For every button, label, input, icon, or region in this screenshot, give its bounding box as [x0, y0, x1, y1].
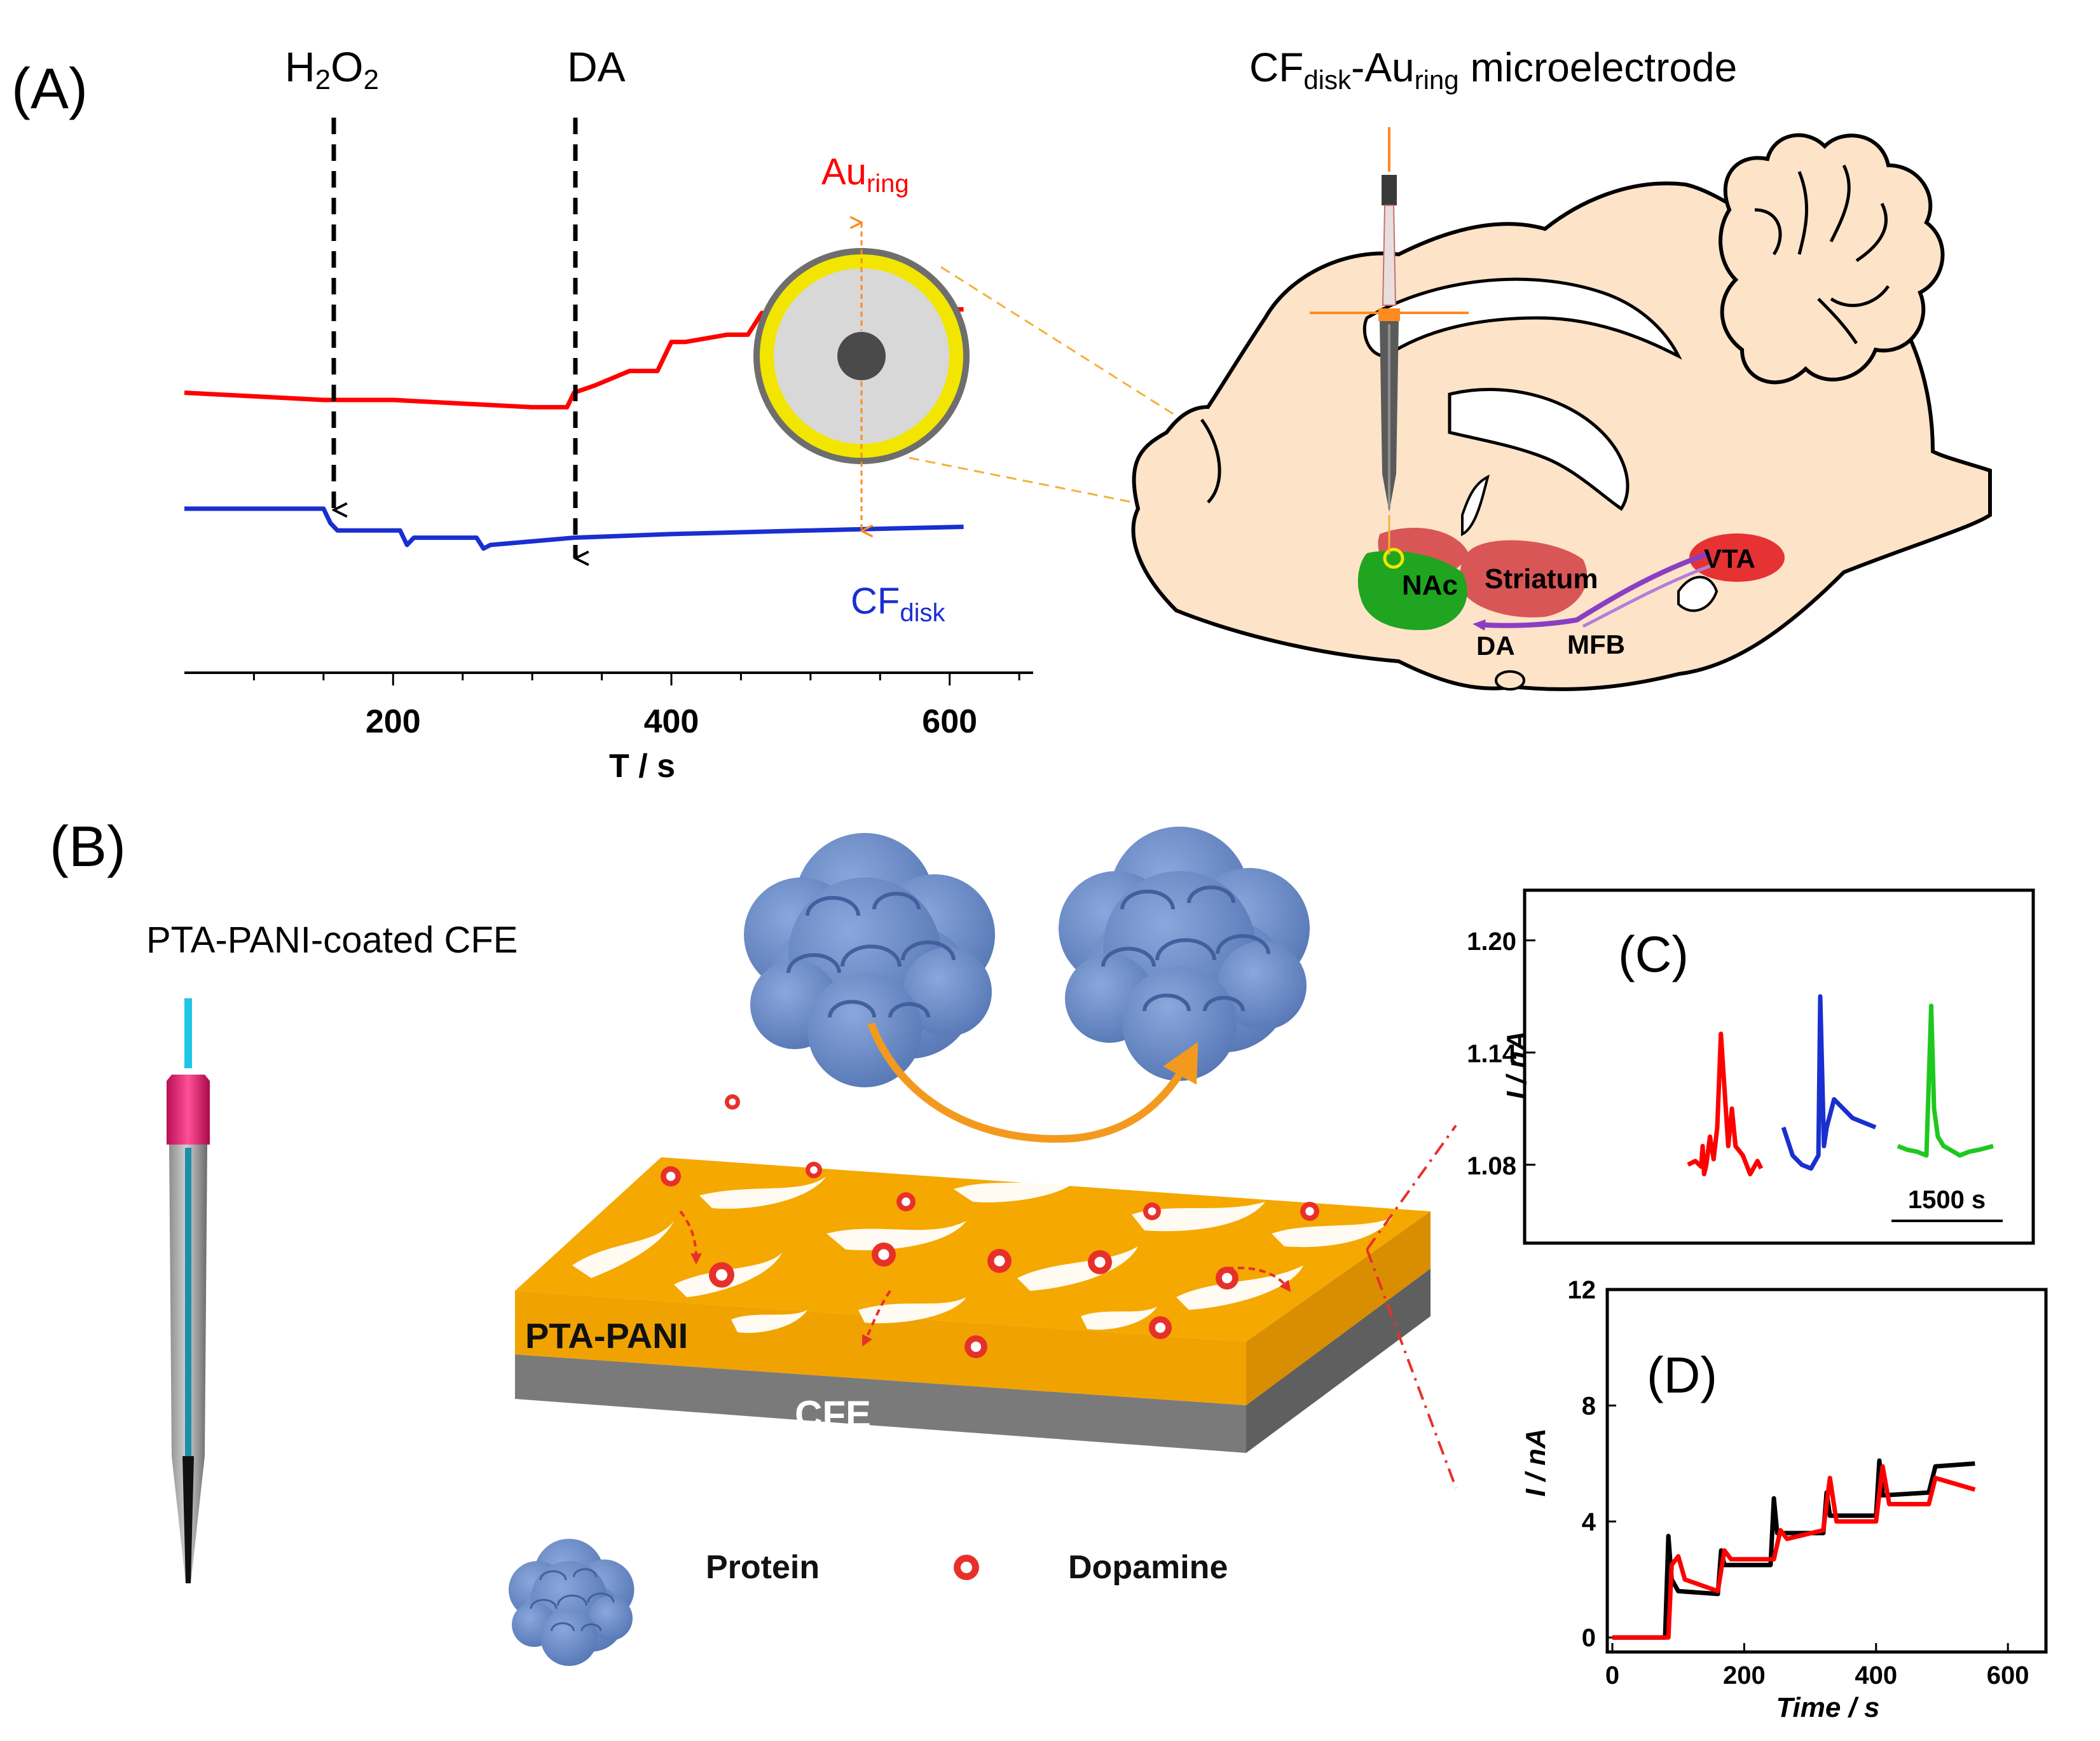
- y-axis-label: I / nA: [1520, 1428, 1551, 1497]
- striatum-label: Striatum: [1485, 563, 1598, 595]
- x-tick-label: 200: [366, 703, 421, 740]
- inserted-microelectrode: [1310, 127, 1469, 512]
- panel-d-chart: (D) I / nA Time / s 0 200 400 600 0 4 8 12: [1520, 1276, 2048, 1723]
- y-tick-label: 1.08: [1467, 1152, 1516, 1180]
- series-line-2: [1612, 1464, 1976, 1640]
- zoom-line: [1366, 1249, 1457, 1489]
- dopamine-legend-icon: [954, 1555, 979, 1580]
- protein-legend-icon: [509, 1539, 635, 1666]
- pta-pani-front: [515, 1291, 1246, 1405]
- panel-c-frame: [1523, 888, 2035, 1245]
- x-tick-label: 600: [922, 703, 977, 740]
- y-tick-label: 1.20: [1467, 928, 1516, 956]
- scale-bar-label: 1500 s: [1908, 1186, 1986, 1214]
- series-line-1: [1687, 1031, 1764, 1176]
- pta-pani-cfe-title: PTA-PANI-coated CFE: [146, 919, 518, 961]
- cf-disk-label: CFdisk: [851, 581, 945, 627]
- x-tick-label: 200: [1723, 1662, 1766, 1689]
- nac-region: [1357, 551, 1467, 630]
- y-tick-label: 4: [1582, 1508, 1596, 1536]
- film-pore: [731, 1310, 807, 1333]
- y-tick-label: 1.14: [1467, 1040, 1517, 1068]
- cfe-base-side: [1246, 1269, 1431, 1453]
- film-pore: [954, 1176, 1081, 1202]
- film-block: [515, 1157, 1431, 1453]
- pta-pani-electrode: [167, 998, 210, 1583]
- h2o2-label: H2O2: [285, 43, 379, 95]
- dopamine-path: [679, 1210, 702, 1265]
- protein-legend-label: Protein: [706, 1549, 820, 1586]
- mfb-pathway: [1472, 551, 1712, 631]
- y-tick-label: 12: [1568, 1276, 1596, 1304]
- series-line-3: [1897, 1003, 1994, 1158]
- vta-region: [1689, 533, 1785, 582]
- cfe-base-front: [515, 1354, 1246, 1453]
- panel-a-chart: 200 400 600 T / s: [184, 307, 1033, 785]
- protein-transfer-arrow: [867, 1022, 1198, 1143]
- series-line-au-ring: [184, 307, 964, 409]
- y-axis-label: I / nA: [1501, 1031, 1532, 1099]
- panel-label-a: (A): [11, 57, 88, 121]
- hippocampus: [1448, 388, 1630, 511]
- nac-label: NAc: [1402, 570, 1458, 601]
- film-pore: [1272, 1218, 1392, 1248]
- electrode-cross-section: [753, 223, 970, 531]
- x-tick-label: 600: [1987, 1662, 2029, 1689]
- pta-pani-side: [1246, 1211, 1431, 1405]
- panel-label-d: (D): [1647, 1347, 1717, 1403]
- protein-blob: [1059, 827, 1310, 1081]
- x-axis-label: T / s: [609, 748, 675, 785]
- film-pore: [1176, 1265, 1303, 1310]
- series-line-cf-disk: [184, 506, 964, 551]
- rat-brain-diagram: NAc Striatum VTA DA MFB: [1131, 133, 1992, 691]
- panel-label-b: (B): [50, 815, 126, 879]
- x-tick-label: 400: [1855, 1662, 1897, 1689]
- film-pore: [858, 1297, 966, 1323]
- cfe-layer-label: CFE: [795, 1393, 871, 1436]
- panel-c-chart: (C) I / nA 1.20 1.14 1.08 1500 s: [1467, 888, 2035, 1245]
- striatum-region: [1460, 540, 1588, 617]
- series-line-2: [1781, 994, 1877, 1171]
- zoom-line: [1366, 1124, 1457, 1251]
- panel-d-frame: [1605, 1288, 2048, 1654]
- film-pore: [1081, 1307, 1157, 1330]
- da-event-label: DA: [567, 43, 626, 90]
- dopamine-legend-label: Dopamine: [1068, 1549, 1228, 1586]
- x-tick-label: 0: [1605, 1662, 1619, 1689]
- protein-blob: [744, 833, 995, 1087]
- vta-label: VTA: [1704, 544, 1755, 574]
- y-tick-label: 8: [1582, 1392, 1596, 1420]
- film-pore: [827, 1221, 966, 1251]
- panel-label-c: (C): [1618, 926, 1689, 982]
- da-brain-label: DA: [1476, 631, 1515, 661]
- y-tick-label: 0: [1582, 1624, 1596, 1652]
- microelectrode-title: CFdisk-Auring microelectrode: [1249, 45, 1737, 95]
- au-ring-label: Auring: [821, 151, 909, 198]
- pta-pani-layer-label: PTA-PANI: [525, 1316, 688, 1356]
- film-pore: [699, 1176, 827, 1209]
- mfb-label: MFB: [1567, 630, 1625, 659]
- film-pore: [572, 1221, 674, 1278]
- x-tick-label: 400: [644, 703, 699, 740]
- cerebellum: [1719, 133, 1945, 385]
- film-pore: [1132, 1202, 1265, 1232]
- x-axis-label: Time / s: [1776, 1692, 1879, 1723]
